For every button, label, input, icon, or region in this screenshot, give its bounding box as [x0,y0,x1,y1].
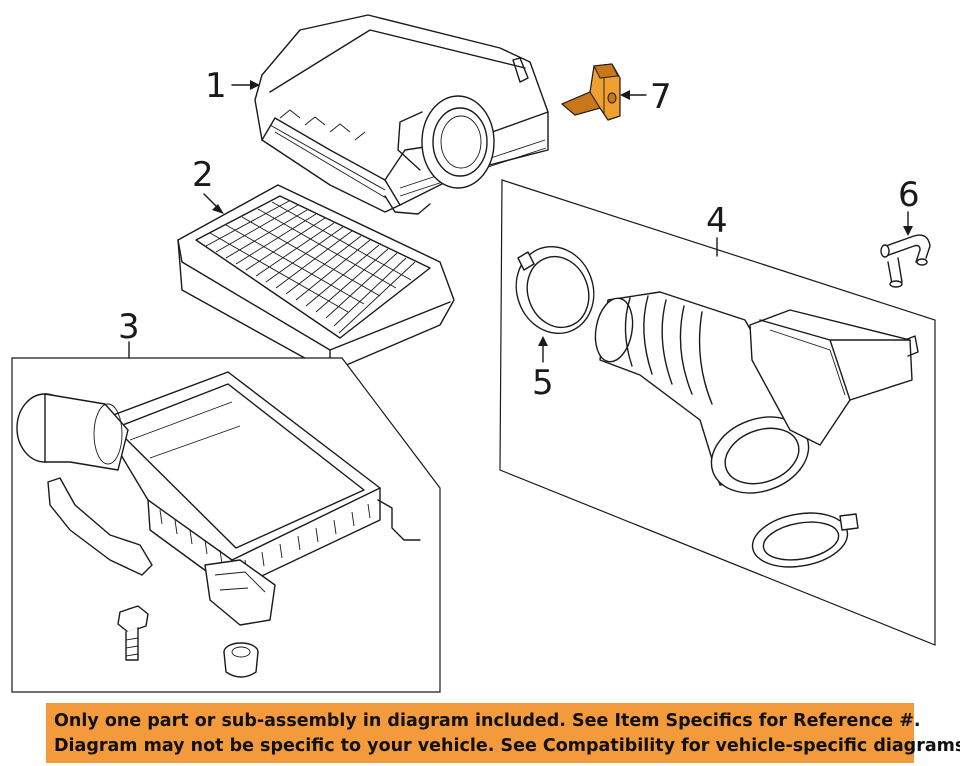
callout-1: 1 [205,66,260,106]
callout-number-5: 5 [532,363,554,403]
callout-number-6: 6 [898,175,920,215]
callout-number-2: 2 [192,155,214,195]
disclaimer-line-1: Only one part or sub-assembly in diagram… [54,711,921,731]
air-cleaner-cover-drawing [254,14,549,215]
callout-5: 5 [532,336,554,403]
vacuum-hose-drawing [880,234,931,288]
callout-3: 3 [118,307,140,359]
callout-number-7: 7 [650,77,672,117]
callout-number-1: 1 [205,66,227,106]
intake-hose-panel [499,179,936,646]
callout-number-3: 3 [118,307,140,347]
disclaimer-line-2: Diagram may not be specific to your vehi… [54,736,960,756]
callout-4: 4 [706,201,728,257]
callout-2: 2 [192,155,224,214]
callout-number-4: 4 [706,201,728,241]
parts-diagram: 1 2 3 4 5 6 7 [11,14,936,693]
air-cleaner-case-panel [11,357,441,693]
disclaimer-banner: Only one part or sub-assembly in diagram… [46,703,960,763]
callout-7: 7 [620,77,672,117]
mass-air-flow-sensor-drawing [561,63,621,121]
callout-6: 6 [898,175,920,236]
